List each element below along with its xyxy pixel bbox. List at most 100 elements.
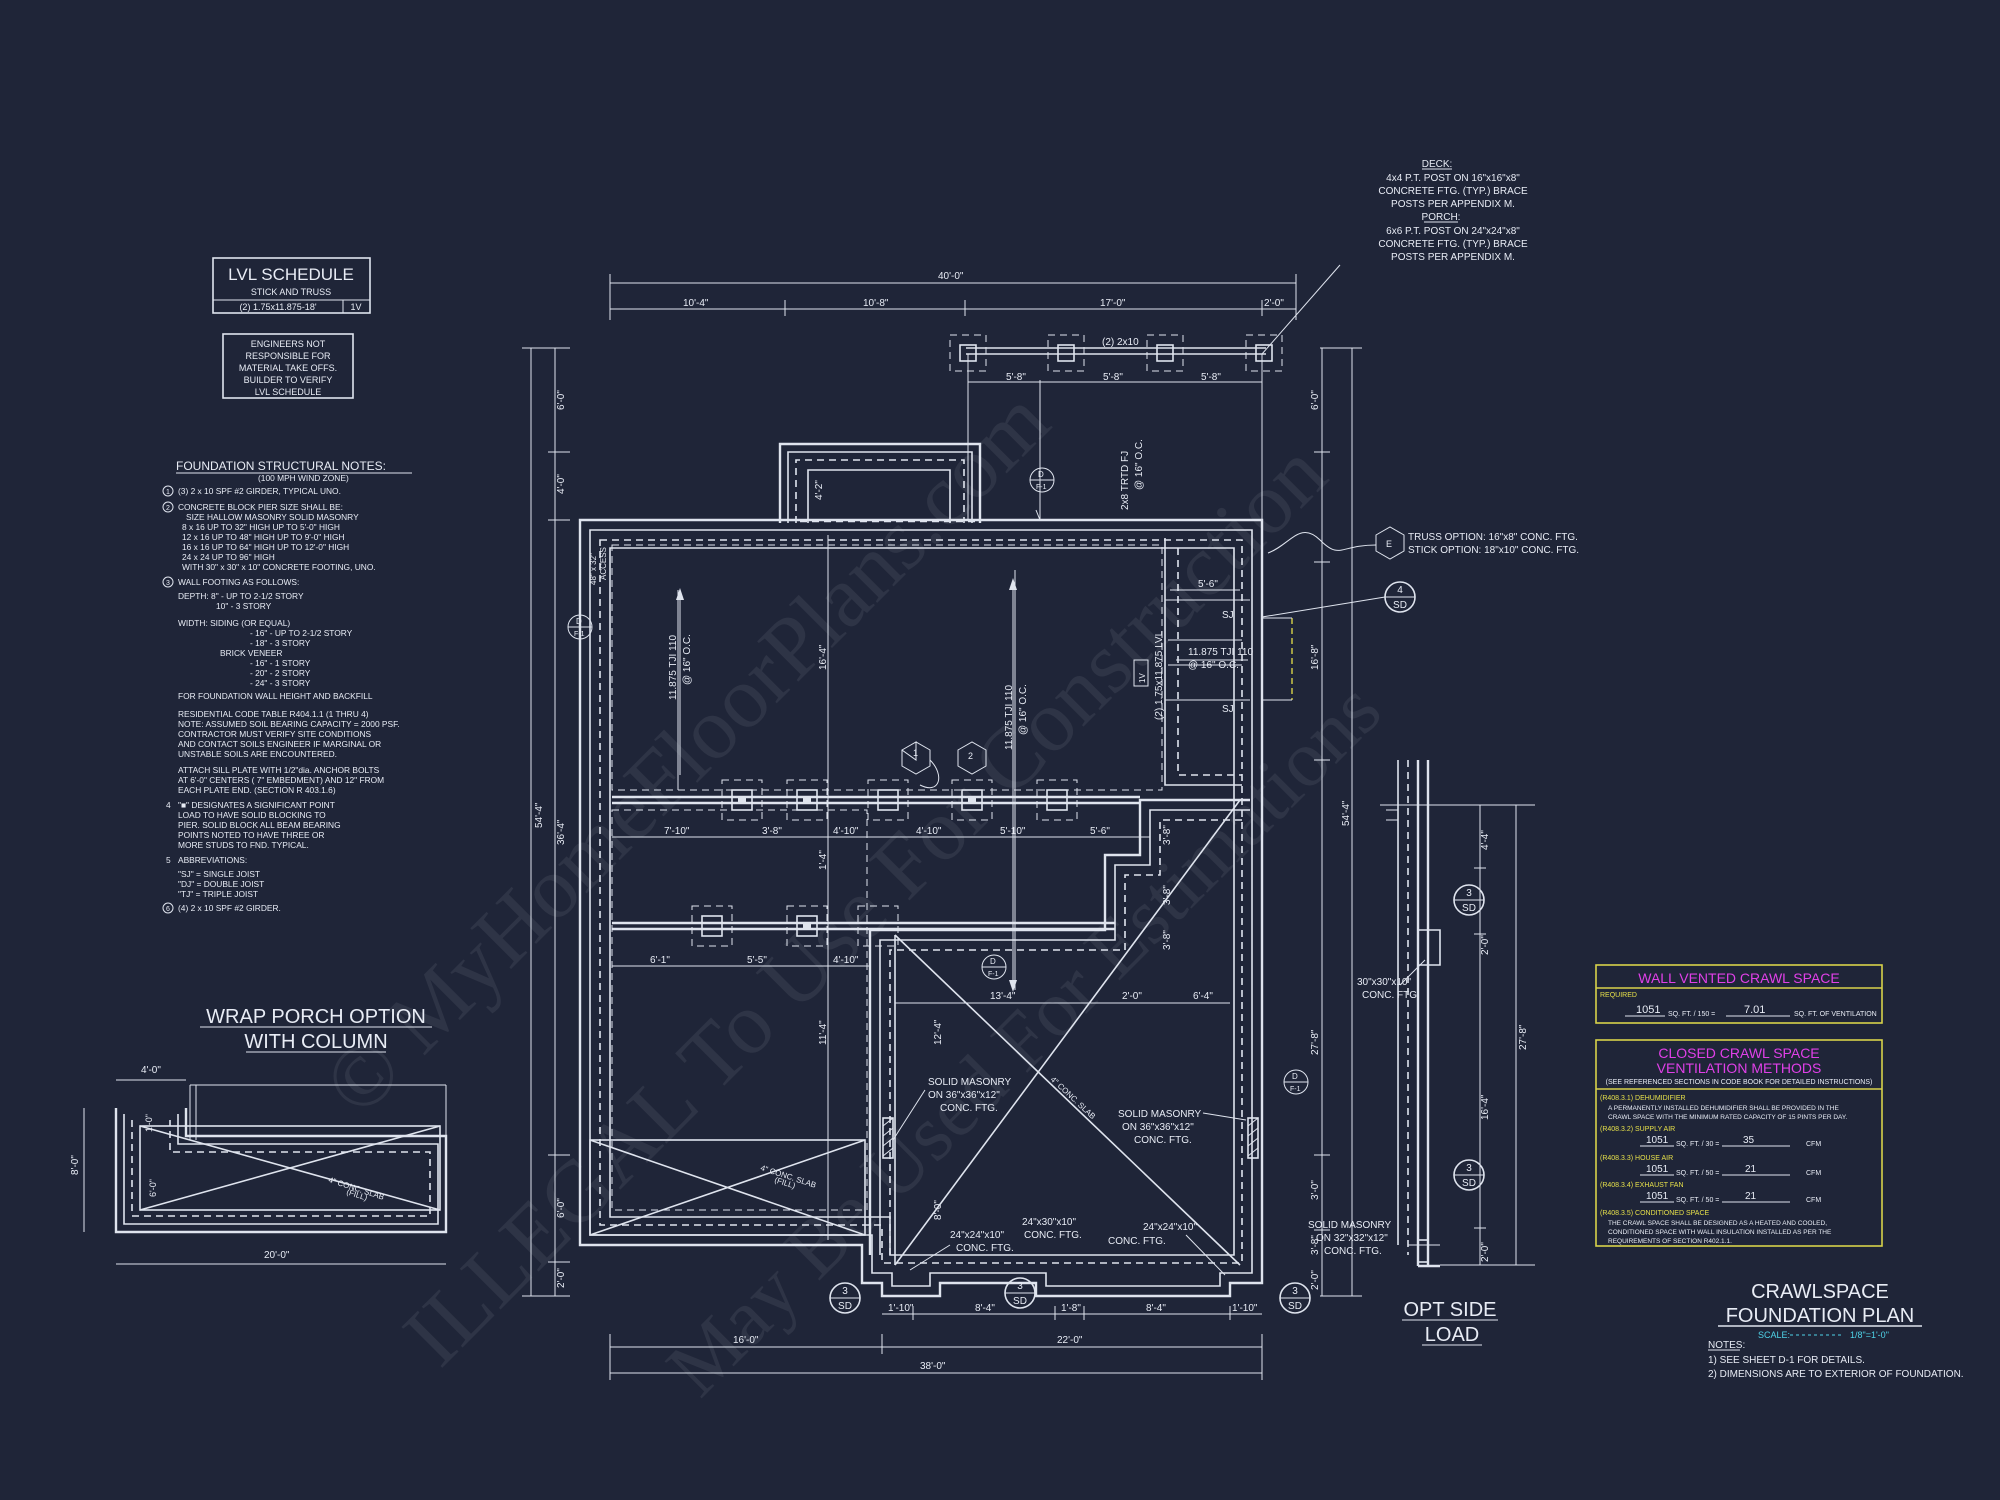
plan-title-2: FOUNDATION PLAN (1726, 1305, 1915, 1327)
dim-bottom-d: 8'-4" (975, 1303, 995, 1314)
treated-joist-label: 2x8 TRTD FJ (1120, 451, 1131, 510)
piers (691, 334, 1283, 1159)
note-line: 16 x 16 UP TO 64" HIGH UP TO 12'-0" HIGH (182, 542, 349, 552)
method-3-area: 1051 (1646, 1164, 1669, 1175)
dim-inner-v5: 3'-8" (1162, 885, 1173, 905)
plan-dimensions: 40'-0" 10'-4" 10'-8" 17'-0" 2'-0" 54'-4"… (522, 271, 1362, 1380)
svg-text:SD: SD (1393, 600, 1407, 611)
closed-crawl-title-2: VENTILATION METHODS (1657, 1060, 1822, 1076)
dim-row1-b: 3'-8" (762, 826, 782, 837)
wall-vented-frame (1595, 964, 1883, 1024)
engineers-note-line: RESPONSIBLE FOR (245, 351, 331, 361)
dim-row1-f: 5'-6" (1090, 826, 1110, 837)
solid-masonry-2: CONC. FTG. (1134, 1135, 1192, 1146)
pier (691, 905, 733, 947)
solid-masonry-1: CONC. FTG. (940, 1103, 998, 1114)
note-line: CONTRACTOR MUST VERIFY SITE CONDITIONS (178, 729, 372, 739)
dim-right-overall: 54'-4" (1341, 800, 1352, 826)
dim-bottom-c: 1'-10" (888, 1303, 914, 1314)
side-dim-overall: 27'-8" (1518, 1024, 1529, 1050)
note-line: POINTS NOTED TO HAVE THREE OR (178, 830, 324, 840)
lvl-schedule-size: (2) 1.75x11.875-18' (239, 302, 316, 312)
dim-bottom-e: 1'-8" (1061, 1303, 1081, 1314)
note-1: 1) SEE SHEET D-1 FOR DETAILS. (1708, 1355, 1865, 1366)
wrap-porch-option: WRAP PORCH OPTION WITH COLUMN 4'-0" 8'-0… (70, 1006, 448, 1265)
plan-labels: 11.875 TJI 110 @ 16" O.C. 11.875 TJI 110… (567, 467, 1426, 1276)
structural-notes: FOUNDATION STRUCTURAL NOTES: (100 MPH WI… (162, 459, 412, 914)
note-line: "TJ" = TRIPLE JOIST (178, 889, 258, 899)
dim-right-f: 2'-0" (1310, 1270, 1321, 1290)
method-4-title: (R408.3.4) EXHAUST FAN (1600, 1182, 1684, 1189)
section-marker: 3SD (1004, 1277, 1036, 1309)
sec-top-letter: D (1038, 470, 1044, 479)
pier (786, 779, 828, 821)
svg-text:4: 4 (166, 800, 171, 810)
method-2-area: 1051 (1646, 1135, 1669, 1146)
pier (786, 905, 828, 947)
solid-masonry-2: ON 36"x36"x12" (1122, 1122, 1194, 1133)
side-dim-a: 4'-4" (1480, 830, 1491, 850)
svg-text:SD: SD (1288, 1301, 1302, 1312)
svg-text:SD: SD (1462, 1178, 1476, 1189)
solid-masonry-3: ON 32"x32"x12" (1316, 1233, 1388, 1244)
pier (867, 779, 909, 821)
engineers-note-line: LVL SCHEDULE (255, 387, 322, 397)
method-5-text: CONDITIONED SPACE WITH WALL INSULATION I… (1608, 1229, 1832, 1236)
deck-note-line: CONCRETE FTG. (TYP.) BRACE (1378, 186, 1528, 197)
note-line: SIZE HALLOW MASONRY SOLID MASONRY (186, 512, 359, 522)
dim-inner-v3: 11'-4" (818, 1020, 829, 1045)
dim-inner-v7: 1'-4" (818, 850, 829, 870)
note-line: DEPTH: 8" - UP TO 2-1/2 STORY (178, 591, 304, 601)
dim-right-c: 27'-8" (1310, 1029, 1321, 1055)
footing-4: CONC. FTG. (1362, 990, 1420, 1001)
engineers-note-line: MATERIAL TAKE OFFS. (239, 363, 337, 373)
deck-post (1245, 334, 1283, 372)
dim-row1-e: 5'-10" (1000, 826, 1026, 837)
dim-right-b: 16'-8" (1310, 644, 1321, 670)
plan-walls (578, 442, 1264, 1298)
dim-top-b: 10'-8" (863, 298, 889, 309)
side-dim-c: 16'-4" (1480, 1094, 1491, 1120)
wrap-porch-dim-inner-2: 6'-0" (148, 1179, 158, 1197)
note-line: RESIDENTIAL CODE TABLE R404.1.1 (1 THRU … (178, 709, 369, 719)
method-2-result: 35 (1743, 1135, 1755, 1146)
dim-left-c: 36'-4" (556, 819, 567, 845)
deck-post (1146, 334, 1184, 372)
side-dim-d: 2'-0" (1480, 1242, 1491, 1262)
note-line: FOR FOUNDATION WALL HEIGHT AND BACKFILL (178, 691, 373, 701)
access-size: 48" x 32" (589, 553, 598, 585)
dim-left-overall: 54'-4" (534, 802, 545, 828)
note-line: AND CONTACT SOILS ENGINEER IF MARGINAL O… (178, 739, 381, 749)
wrap-porch-title-1: WRAP PORCH OPTION (206, 1006, 426, 1028)
note-line: "■" DESIGNATES A SIGNIFICANT POINT (178, 800, 335, 810)
dim-top-overall: 40'-0" (938, 271, 964, 282)
side-load-title-1: OPT SIDE (1404, 1299, 1497, 1321)
closed-crawl-ref: (SEE REFERENCED SECTIONS IN CODE BOOK FO… (1606, 1079, 1873, 1086)
pier (951, 779, 993, 821)
method-2-calc: SQ. FT. / 30 = (1676, 1141, 1719, 1148)
method-4-unit: CFM (1806, 1197, 1821, 1204)
note-line: 10" - 3 STORY (216, 601, 272, 611)
sj-label-2: SJ (1222, 704, 1234, 715)
method-1-text: CRAWL SPACE WITH THE MINIMUM RATED CAPAC… (1608, 1114, 1847, 1121)
dim-row2-c: 4'-10" (833, 955, 859, 966)
closed-crawl-title-1: CLOSED CRAWL SPACE (1658, 1045, 1819, 1061)
tag-girder-2: 2 (968, 751, 973, 761)
svg-text:4: 4 (1397, 585, 1403, 596)
dim-garage-c: 6'-4" (1193, 991, 1213, 1002)
svg-text:3: 3 (1292, 1286, 1298, 1297)
method-1-text: A PERMANENTLY INSTALLED DEHUMIDIFIER SHA… (1608, 1105, 1839, 1112)
pier (1036, 779, 1078, 821)
foundation-outer-wall (578, 518, 1264, 1298)
dim-inner-v1: 16'-4" (818, 644, 829, 670)
svg-text:1: 1 (166, 489, 170, 496)
solid-masonry-pier (1247, 1117, 1259, 1159)
title-block: CRAWLSPACE FOUNDATION PLAN SCALE: 1/8"=1… (1708, 1281, 1964, 1380)
wrap-porch-dim-inner-1: 1'-0" (144, 1114, 154, 1132)
dim-left-d: 6'-0" (556, 1198, 567, 1218)
note-line: "SJ" = SINGLE JOIST (178, 869, 260, 879)
wall-vented-title: WALL VENTED CRAWL SPACE (1638, 970, 1839, 986)
solid-masonry-3: CONC. FTG. (1324, 1246, 1382, 1257)
footing-2: CONC. FTG. (1024, 1230, 1082, 1241)
note-line: - 24" - 3 STORY (250, 678, 311, 688)
